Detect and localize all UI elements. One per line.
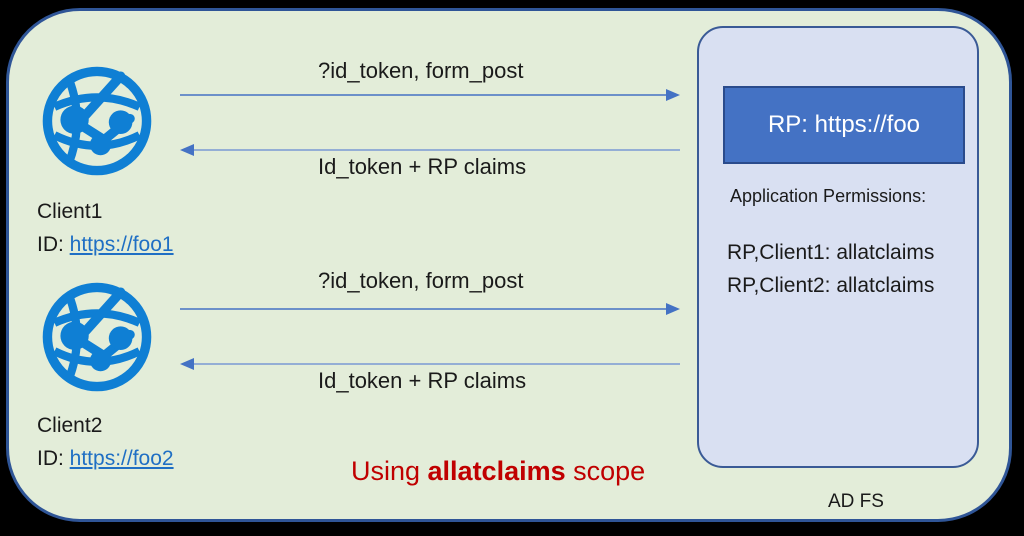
adfs-label: AD FS — [828, 491, 884, 512]
client-name-1: Client1 — [37, 200, 103, 223]
client-id-1: ID: https://foo1 — [37, 233, 174, 257]
network-globe-icon — [38, 278, 156, 396]
client-id-2: ID: https://foo2 — [37, 447, 174, 471]
permission-entry-client1: RP,Client1: allatclaims — [727, 241, 935, 264]
flow-label-request-1: ?id_token, form_post — [318, 58, 524, 83]
scope-caption: Using allatclaims scope — [351, 456, 645, 487]
client-id-link-1[interactable]: https://foo1 — [69, 233, 174, 256]
scope-caption-emphasis: allatclaims — [427, 456, 566, 486]
flow-label-response-2: Id_token + RP claims — [318, 368, 527, 393]
client-id-prefix-2: ID: — [37, 447, 70, 470]
client-id-prefix-1: ID: — [37, 233, 70, 256]
flow-arrow-response-1 — [180, 143, 680, 157]
flow-arrow-request-2 — [180, 302, 680, 316]
network-globe-icon — [38, 62, 156, 180]
rp-box: RP: https://foo — [723, 86, 965, 164]
scope-caption-suffix: scope — [565, 456, 646, 486]
flow-arrow-request-1 — [180, 88, 680, 102]
client-name-2: Client2 — [37, 414, 103, 437]
rp-box-label: RP: https://foo — [767, 111, 921, 138]
client-id-link-2[interactable]: https://foo2 — [69, 447, 174, 470]
flow-label-request-2: ?id_token, form_post — [318, 268, 524, 293]
application-permissions-title: Application Permissions: — [730, 186, 927, 206]
permission-entry-client2: RP,Client2: allatclaims — [727, 274, 935, 297]
scope-caption-prefix: Using — [351, 456, 428, 486]
flow-arrow-response-2 — [180, 357, 680, 371]
flow-label-response-1: Id_token + RP claims — [318, 154, 527, 179]
